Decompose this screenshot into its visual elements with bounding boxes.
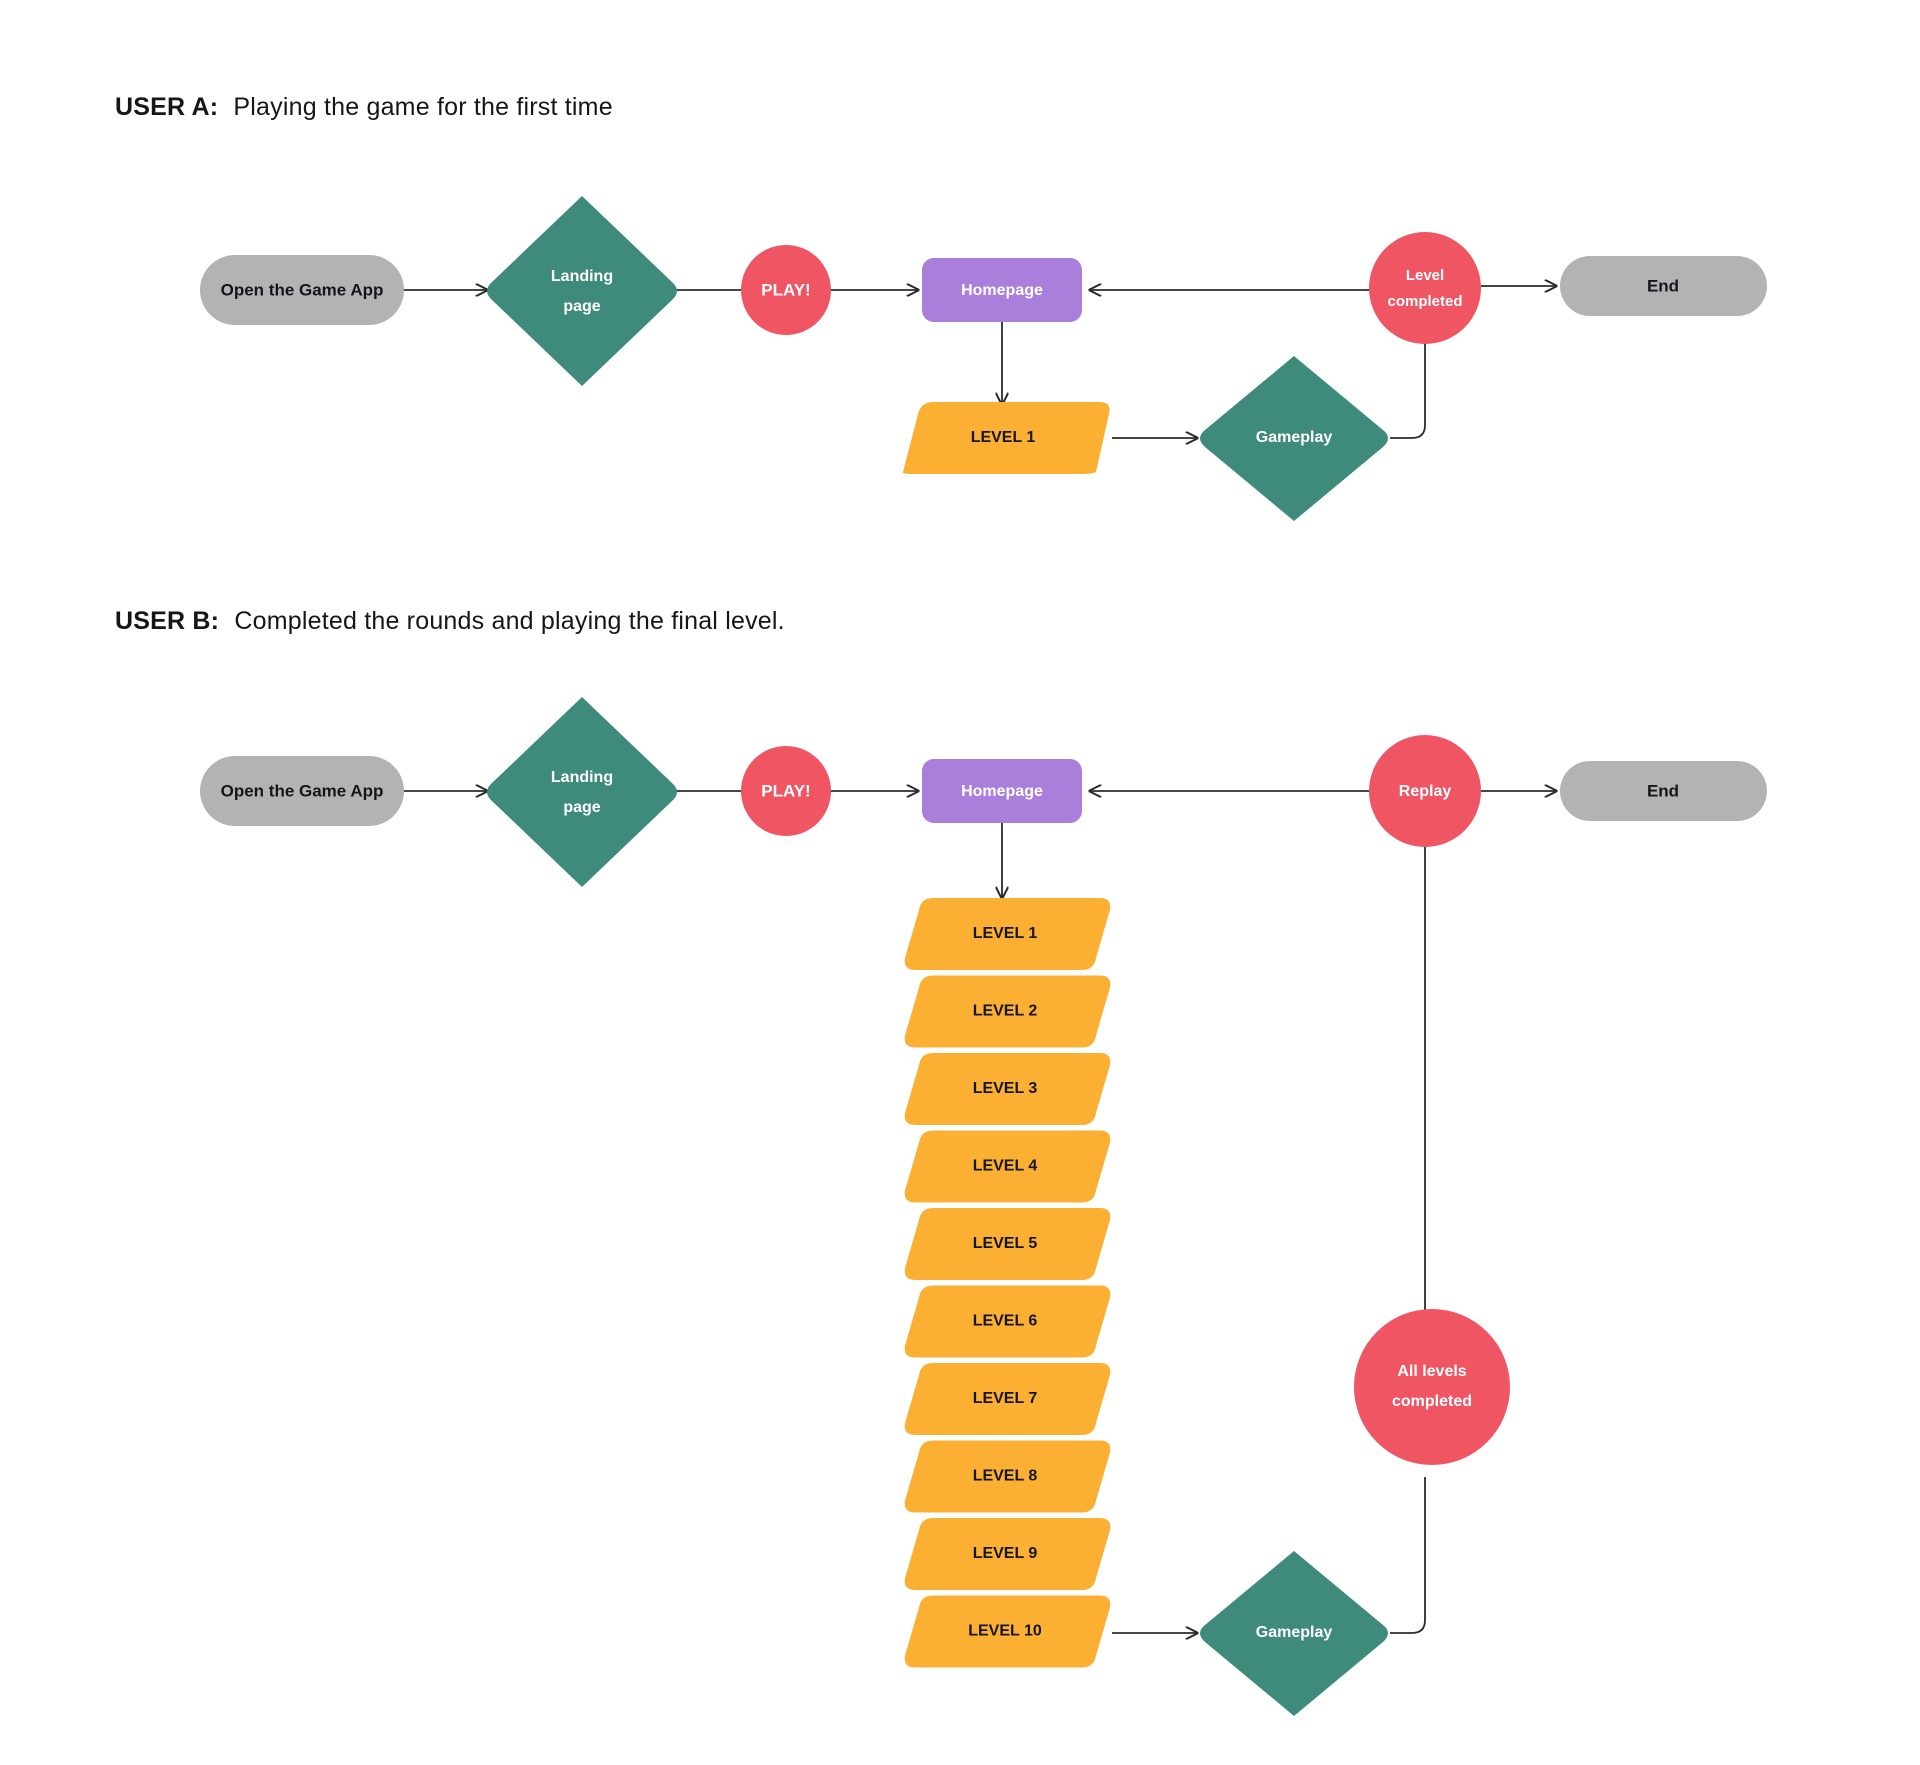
node-label-play-a: PLAY! [761, 280, 810, 299]
node-label-gameplay-b: Gameplay [1256, 1624, 1333, 1641]
node-homepage-a[interactable]: Homepage [922, 258, 1082, 322]
node-label-landing-b-line1: Landing [551, 769, 613, 786]
node-label-level-4-b: LEVEL 4 [973, 1158, 1038, 1175]
level-shape [904, 1440, 1111, 1513]
node-level-3-b[interactable]: LEVEL 3 [904, 1053, 1111, 1125]
node-landing-page-b[interactable]: Landing page [487, 697, 677, 887]
node-label-level-7-b: LEVEL 7 [973, 1390, 1038, 1407]
node-label-open-app-a: Open the Game App [221, 280, 384, 299]
node-level-6-b[interactable]: LEVEL 6 [904, 1285, 1111, 1358]
node-play-b[interactable]: PLAY! [741, 746, 831, 836]
user-b-label: USER B: [115, 607, 220, 635]
node-label-level-3-b: LEVEL 3 [973, 1080, 1038, 1097]
flow-user-b: Open the Game App Landing page PLAY! Hom… [200, 697, 1767, 1716]
node-level-1-a[interactable]: LEVEL 1 [902, 402, 1110, 474]
level-shape [904, 1053, 1111, 1125]
node-label-landing-a-line2: page [563, 298, 600, 315]
node-label-level-8-b: LEVEL 8 [973, 1468, 1038, 1485]
node-label-level-1-b: LEVEL 1 [973, 925, 1038, 942]
node-label-all-levels-line1: All levels [1397, 1363, 1466, 1380]
node-level-5-b[interactable]: LEVEL 5 [904, 1208, 1111, 1280]
node-label-homepage-a: Homepage [961, 282, 1043, 299]
node-all-levels-completed-b[interactable]: All levels completed [1354, 1309, 1510, 1465]
node-label-level-1-a: LEVEL 1 [971, 429, 1036, 446]
node-level-1-b[interactable]: LEVEL 1 [904, 898, 1111, 970]
user-a-description: Playing the game for the first time [233, 93, 613, 121]
node-level-8-b[interactable]: LEVEL 8 [904, 1440, 1111, 1513]
level-shape [904, 1518, 1111, 1590]
node-end-b[interactable]: End [1560, 761, 1767, 821]
node-label-level-9-b: LEVEL 9 [973, 1545, 1038, 1562]
user-b-description: Completed the rounds and playing the fin… [234, 607, 785, 635]
node-label-level-2-b: LEVEL 2 [973, 1003, 1038, 1020]
level-shape [904, 975, 1111, 1048]
edge-gameplay-to-all-levels-b [1390, 1477, 1426, 1634]
level-shape [904, 1285, 1111, 1358]
node-label-gameplay-a: Gameplay [1256, 429, 1333, 446]
level-shape [904, 1208, 1111, 1280]
flow-user-a: Open the Game App Landing page PLAY! Hom… [200, 196, 1767, 521]
section-title-user-a: USER A: Playing the game for the first t… [115, 93, 613, 122]
node-open-the-game-app-a[interactable]: Open the Game App [200, 255, 404, 325]
node-label-landing-a-line1: Landing [551, 268, 613, 285]
node-label-landing-b-line2: page [563, 799, 600, 816]
node-level-7-b[interactable]: LEVEL 7 [904, 1363, 1111, 1435]
node-label-homepage-b: Homepage [961, 783, 1043, 800]
node-label-level-10-b: LEVEL 10 [968, 1623, 1042, 1640]
node-label-end-a: End [1647, 276, 1679, 295]
node-label-level-5-b: LEVEL 5 [973, 1235, 1038, 1252]
node-label-level-6-b: LEVEL 6 [973, 1313, 1038, 1330]
node-label-level-completed-a-line1: Level [1406, 267, 1444, 284]
node-level-completed-a[interactable]: Level completed [1369, 232, 1481, 344]
node-level-2-b[interactable]: LEVEL 2 [904, 975, 1111, 1048]
node-end-a[interactable]: End [1560, 256, 1767, 316]
level-shape [904, 1363, 1111, 1435]
node-open-the-game-app-b[interactable]: Open the Game App [200, 756, 404, 826]
node-level-9-b[interactable]: LEVEL 9 [904, 1518, 1111, 1590]
node-label-all-levels-line2: completed [1392, 1393, 1472, 1410]
node-label-play-b: PLAY! [761, 781, 810, 800]
node-level-10-b[interactable]: LEVEL 10 [904, 1595, 1111, 1668]
node-label-open-app-b: Open the Game App [221, 781, 384, 800]
node-label-level-completed-a-line2: completed [1387, 293, 1462, 310]
node-level-4-b[interactable]: LEVEL 4 [904, 1130, 1111, 1203]
node-replay-b[interactable]: Replay [1369, 735, 1481, 847]
level-shape [904, 1130, 1111, 1203]
node-gameplay-b[interactable]: Gameplay [1200, 1551, 1388, 1716]
edge-gameplay-to-level-completed [1390, 330, 1426, 439]
section-title-user-b: USER B: Completed the rounds and playing… [115, 607, 785, 636]
node-label-replay-b: Replay [1399, 783, 1452, 800]
node-homepage-b[interactable]: Homepage [922, 759, 1082, 823]
level-shape [904, 1595, 1111, 1668]
user-a-label: USER A: [115, 93, 219, 121]
node-play-a[interactable]: PLAY! [741, 245, 831, 335]
level-shape [904, 898, 1111, 970]
node-landing-page-a[interactable]: Landing page [487, 196, 677, 386]
level-stack: LEVEL 1 LEVEL 2 LEVEL 3 LEVEL 4 LEVEL 5 LEVEL… [904, 898, 1111, 1668]
node-label-end-b: End [1647, 781, 1679, 800]
node-gameplay-a[interactable]: Gameplay [1200, 356, 1388, 521]
